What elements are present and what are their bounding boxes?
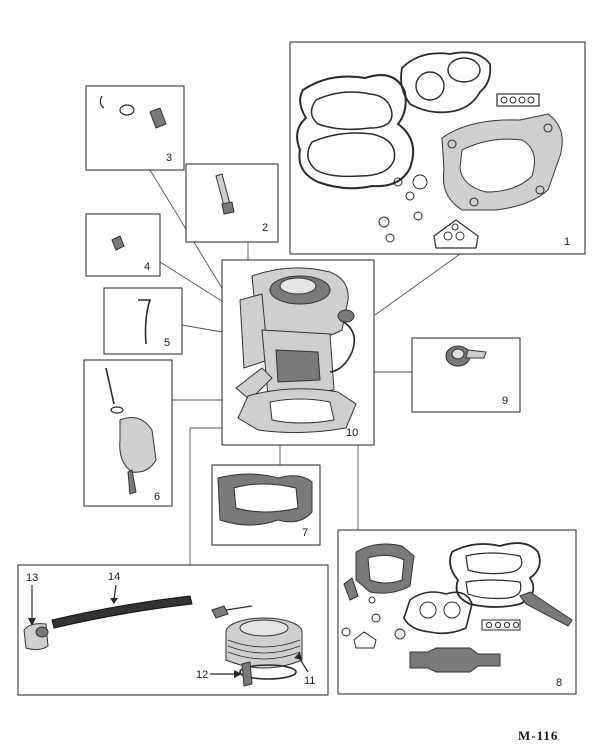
callout-6: 6 [154, 491, 160, 503]
callout-10: 10 [346, 427, 358, 439]
callout-7: 7 [302, 527, 308, 539]
callout-2: 2 [262, 222, 268, 234]
part-box-10-carburetor: 10 [222, 260, 374, 445]
callout-14: 14 [108, 571, 120, 583]
part-box-7-base-gasket: 7 [212, 465, 320, 545]
part-box-6: 6 [84, 360, 172, 506]
callout-3: 3 [166, 152, 172, 164]
part-box-2: 2 [186, 164, 278, 242]
callout-8: 8 [556, 677, 562, 689]
callout-9: 9 [502, 395, 508, 407]
part-box-4: 4 [86, 214, 160, 276]
callout-4: 4 [144, 261, 150, 273]
callout-11: 11 [304, 675, 315, 687]
part-box-5: 5 [104, 288, 182, 354]
part-box-9: 9 [412, 338, 520, 412]
part-box-3: 3 [86, 86, 184, 170]
part-box-air-cleaner: 13 14 12 11 [18, 565, 328, 695]
figure-id-label: M-116 [518, 728, 558, 744]
callout-13: 13 [26, 572, 38, 584]
part-box-1-gasket-set: 1 [290, 42, 585, 254]
callout-1: 1 [564, 236, 570, 248]
callout-12: 12 [196, 669, 208, 681]
part-box-8-overhaul-kit: 8 [338, 530, 576, 694]
callout-5: 5 [164, 337, 170, 349]
